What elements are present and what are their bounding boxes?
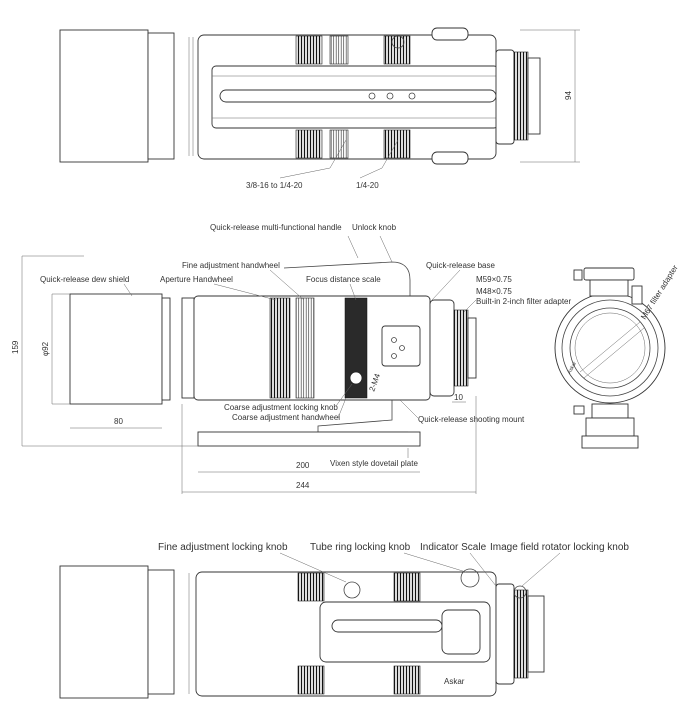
dew-shield-bottom bbox=[59, 565, 149, 699]
height-94-dim: 94 bbox=[564, 91, 573, 100]
dim-80: 80 bbox=[114, 417, 123, 426]
front-brand: Askar bbox=[567, 361, 579, 375]
dim-10: 10 bbox=[454, 393, 463, 402]
front-view: M67 filter adapter Askar bbox=[554, 263, 680, 449]
dim-159: 159 bbox=[11, 340, 20, 354]
bottom-view: Fine adjustment locking knob Tube ring l… bbox=[59, 542, 629, 699]
dim-244: 244 bbox=[296, 481, 310, 490]
label-dovetail: Vixen style dovetail plate bbox=[330, 459, 418, 468]
label-m48: M48×0.75 bbox=[476, 287, 512, 296]
label-m59: M59×0.75 bbox=[476, 275, 512, 284]
screw-label-a: 3/8-16 to 1/4-20 bbox=[246, 181, 303, 190]
screw-label-b: 1/4-20 bbox=[356, 181, 379, 190]
dim-200: 200 bbox=[296, 461, 310, 470]
label-shooting-mount: Quick-release shooting mount bbox=[418, 415, 525, 424]
label-fine-handwheel: Fine adjustment handwheel bbox=[182, 261, 280, 270]
label-rotator-lock: Image field rotator locking knob bbox=[490, 542, 629, 553]
label-filter-adapter: Built-in 2-inch filter adapter bbox=[476, 297, 571, 306]
label-fine-lock: Fine adjustment locking knob bbox=[158, 542, 288, 553]
dew-shield-side bbox=[69, 293, 163, 405]
label-coarse-handwheel: Coarse adjustment handwheel bbox=[232, 413, 340, 422]
label-tube-ring-lock: Tube ring locking knob bbox=[310, 542, 411, 553]
side-view: Quick-release multi-functional handle Un… bbox=[11, 223, 571, 494]
dew-shield-top bbox=[59, 29, 149, 163]
label-unlock-knob: Unlock knob bbox=[352, 223, 397, 232]
label-aperture-handwheel: Aperture Handwheel bbox=[160, 275, 233, 284]
label-focus-scale: Focus distance scale bbox=[306, 275, 381, 284]
bottom-brand: Askar bbox=[444, 677, 465, 686]
dovetail-plate bbox=[197, 431, 421, 447]
label-quick-release-base: Quick-release base bbox=[426, 261, 495, 270]
label-indicator-scale: Indicator Scale bbox=[420, 542, 487, 553]
label-m67: M67 filter adapter bbox=[639, 263, 680, 321]
top-view: 94 3/8-16 to 1/4-20 1/4-20 bbox=[59, 27, 580, 190]
dim-phi92: φ92 bbox=[41, 341, 50, 356]
label-quick-release-handle: Quick-release multi-functional handle bbox=[210, 223, 342, 232]
label-dew-shield: Quick-release dew shield bbox=[40, 275, 129, 284]
label-coarse-lock: Coarse adjustment locking knob bbox=[224, 403, 338, 412]
